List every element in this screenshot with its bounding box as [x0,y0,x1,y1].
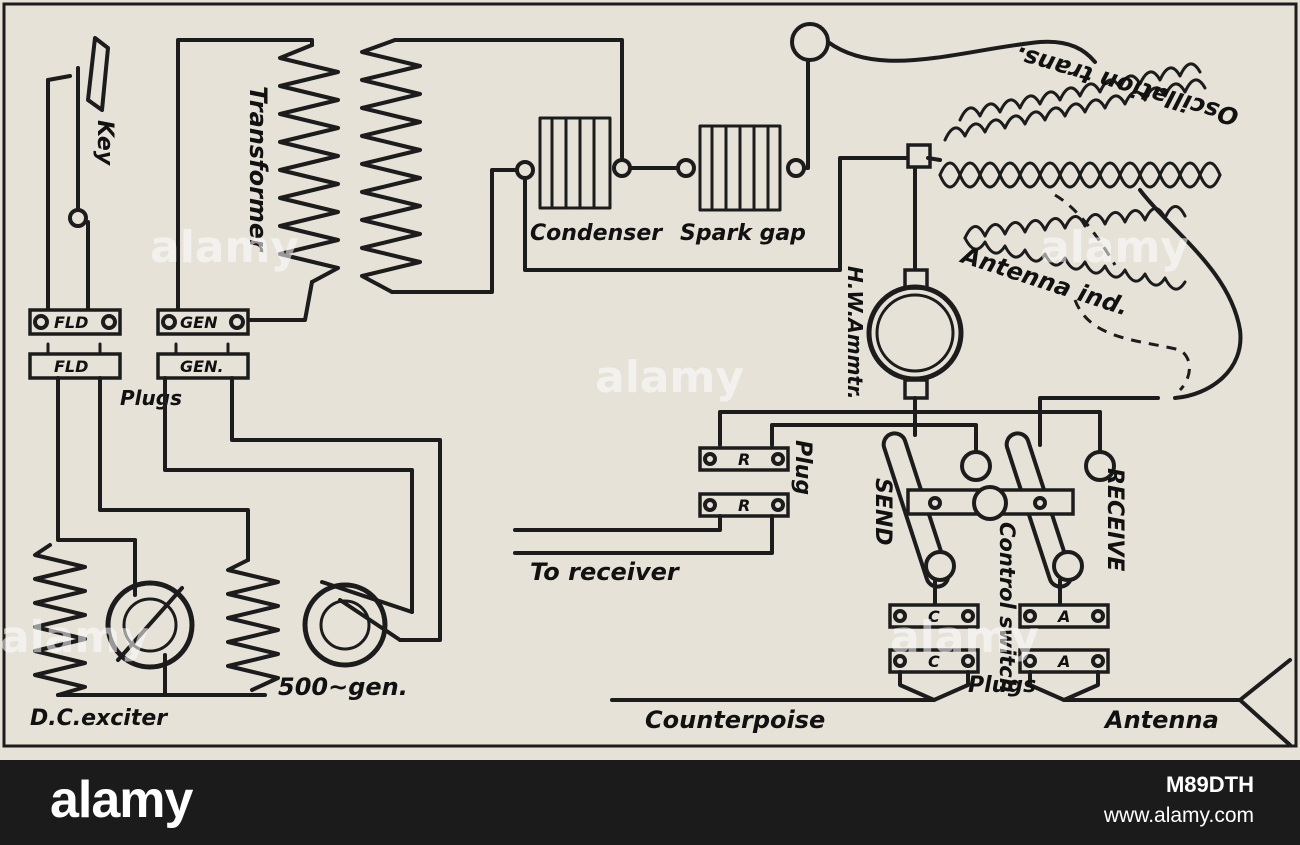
plug-c-bottom: C [928,652,940,671]
oscillation-coil-upper [943,62,1207,142]
plug-c-top: C [928,607,940,626]
wire [1138,188,1243,400]
spark-gap-label: Spark gap [680,221,806,246]
key-symbol [46,36,110,312]
transformer-label: Transformer [244,86,272,253]
to-receiver-label: To receiver [530,558,681,586]
field-plug [28,308,122,380]
plug-label: Plug [790,440,815,495]
variable-link-dashed [1054,193,1117,266]
hot-wire-ammeter [866,166,964,437]
wire [176,38,314,312]
control-switch [718,396,1160,607]
condenser-symbol [515,116,632,210]
antenna-label: Antenna [1103,706,1219,734]
alternator-500-cycle [302,580,414,668]
plug-r-bottom: R [738,496,750,515]
watermark: alamy [890,612,1039,663]
plug-gen-bottom: GEN. [180,357,224,376]
plug-a-top: A [1056,607,1070,626]
wire [926,156,942,162]
junction-clip [906,143,932,169]
send-label: SEND [870,478,895,546]
hw-ammeter-label: H.W.Ammtr. [843,266,867,400]
counterpoise-label: Counterpoise [645,706,825,734]
image-id: M89DTH [1165,772,1254,797]
watermark: alamy [595,352,744,403]
wire [523,156,914,272]
condenser-label: Condenser [530,221,663,246]
stock-footer: alamy M89DTH www.alamy.com [0,760,1300,845]
transformer-primary-coil [278,43,340,284]
plug-gen-top: GEN [180,313,218,332]
exciter-field-coil [33,543,87,697]
generator-field-coil [226,558,280,692]
plug-fld-bottom: FLD [54,357,88,376]
receiver-plug [513,446,790,555]
receive-label: RECEIVE [1102,468,1127,571]
site-url: www.alamy.com [1103,804,1254,827]
wire [163,376,414,614]
diagram-frame [2,2,1298,748]
antenna-inductance-coil [963,205,1187,291]
antenna-plug [1018,603,1110,702]
wire [826,39,1097,64]
oscillation-coil-lower [938,161,1222,189]
generator-plug [156,308,250,380]
watermark: alamy [0,612,149,663]
wire [98,376,250,562]
wiring-diagram: Key Transformer Condenser Spark gap [0,0,1300,760]
control-switch-label: Control switch [995,522,1019,693]
wire [390,168,527,294]
spark-gap-symbol [628,58,810,212]
plugs-right-label: Plugs [968,673,1036,698]
gen-500-label: 500~gen. [278,673,408,701]
plug-fld-top: FLD [54,313,88,332]
key-label: Key [92,120,117,167]
antenna-symbol [1238,658,1292,747]
plugs-left-label: Plugs [120,386,182,410]
diagram-svg: Key Transformer Condenser Spark gap [0,2,1298,748]
variable-link-dashed [1073,299,1191,392]
wire [230,376,442,642]
terminal-ring [790,22,830,62]
wire [393,38,624,170]
alamy-logo: alamy [50,771,193,829]
wire [246,280,314,322]
watermark: alamy [1040,222,1189,273]
plug-r-top: R [738,450,750,469]
transformer-secondary-coil [360,38,422,294]
watermark: alamy [150,222,299,273]
plug-a-bottom: A [1056,652,1070,671]
dc-exciter-armature [105,538,195,697]
dc-exciter-label: D.C.exciter [30,706,168,731]
wire [56,376,137,542]
